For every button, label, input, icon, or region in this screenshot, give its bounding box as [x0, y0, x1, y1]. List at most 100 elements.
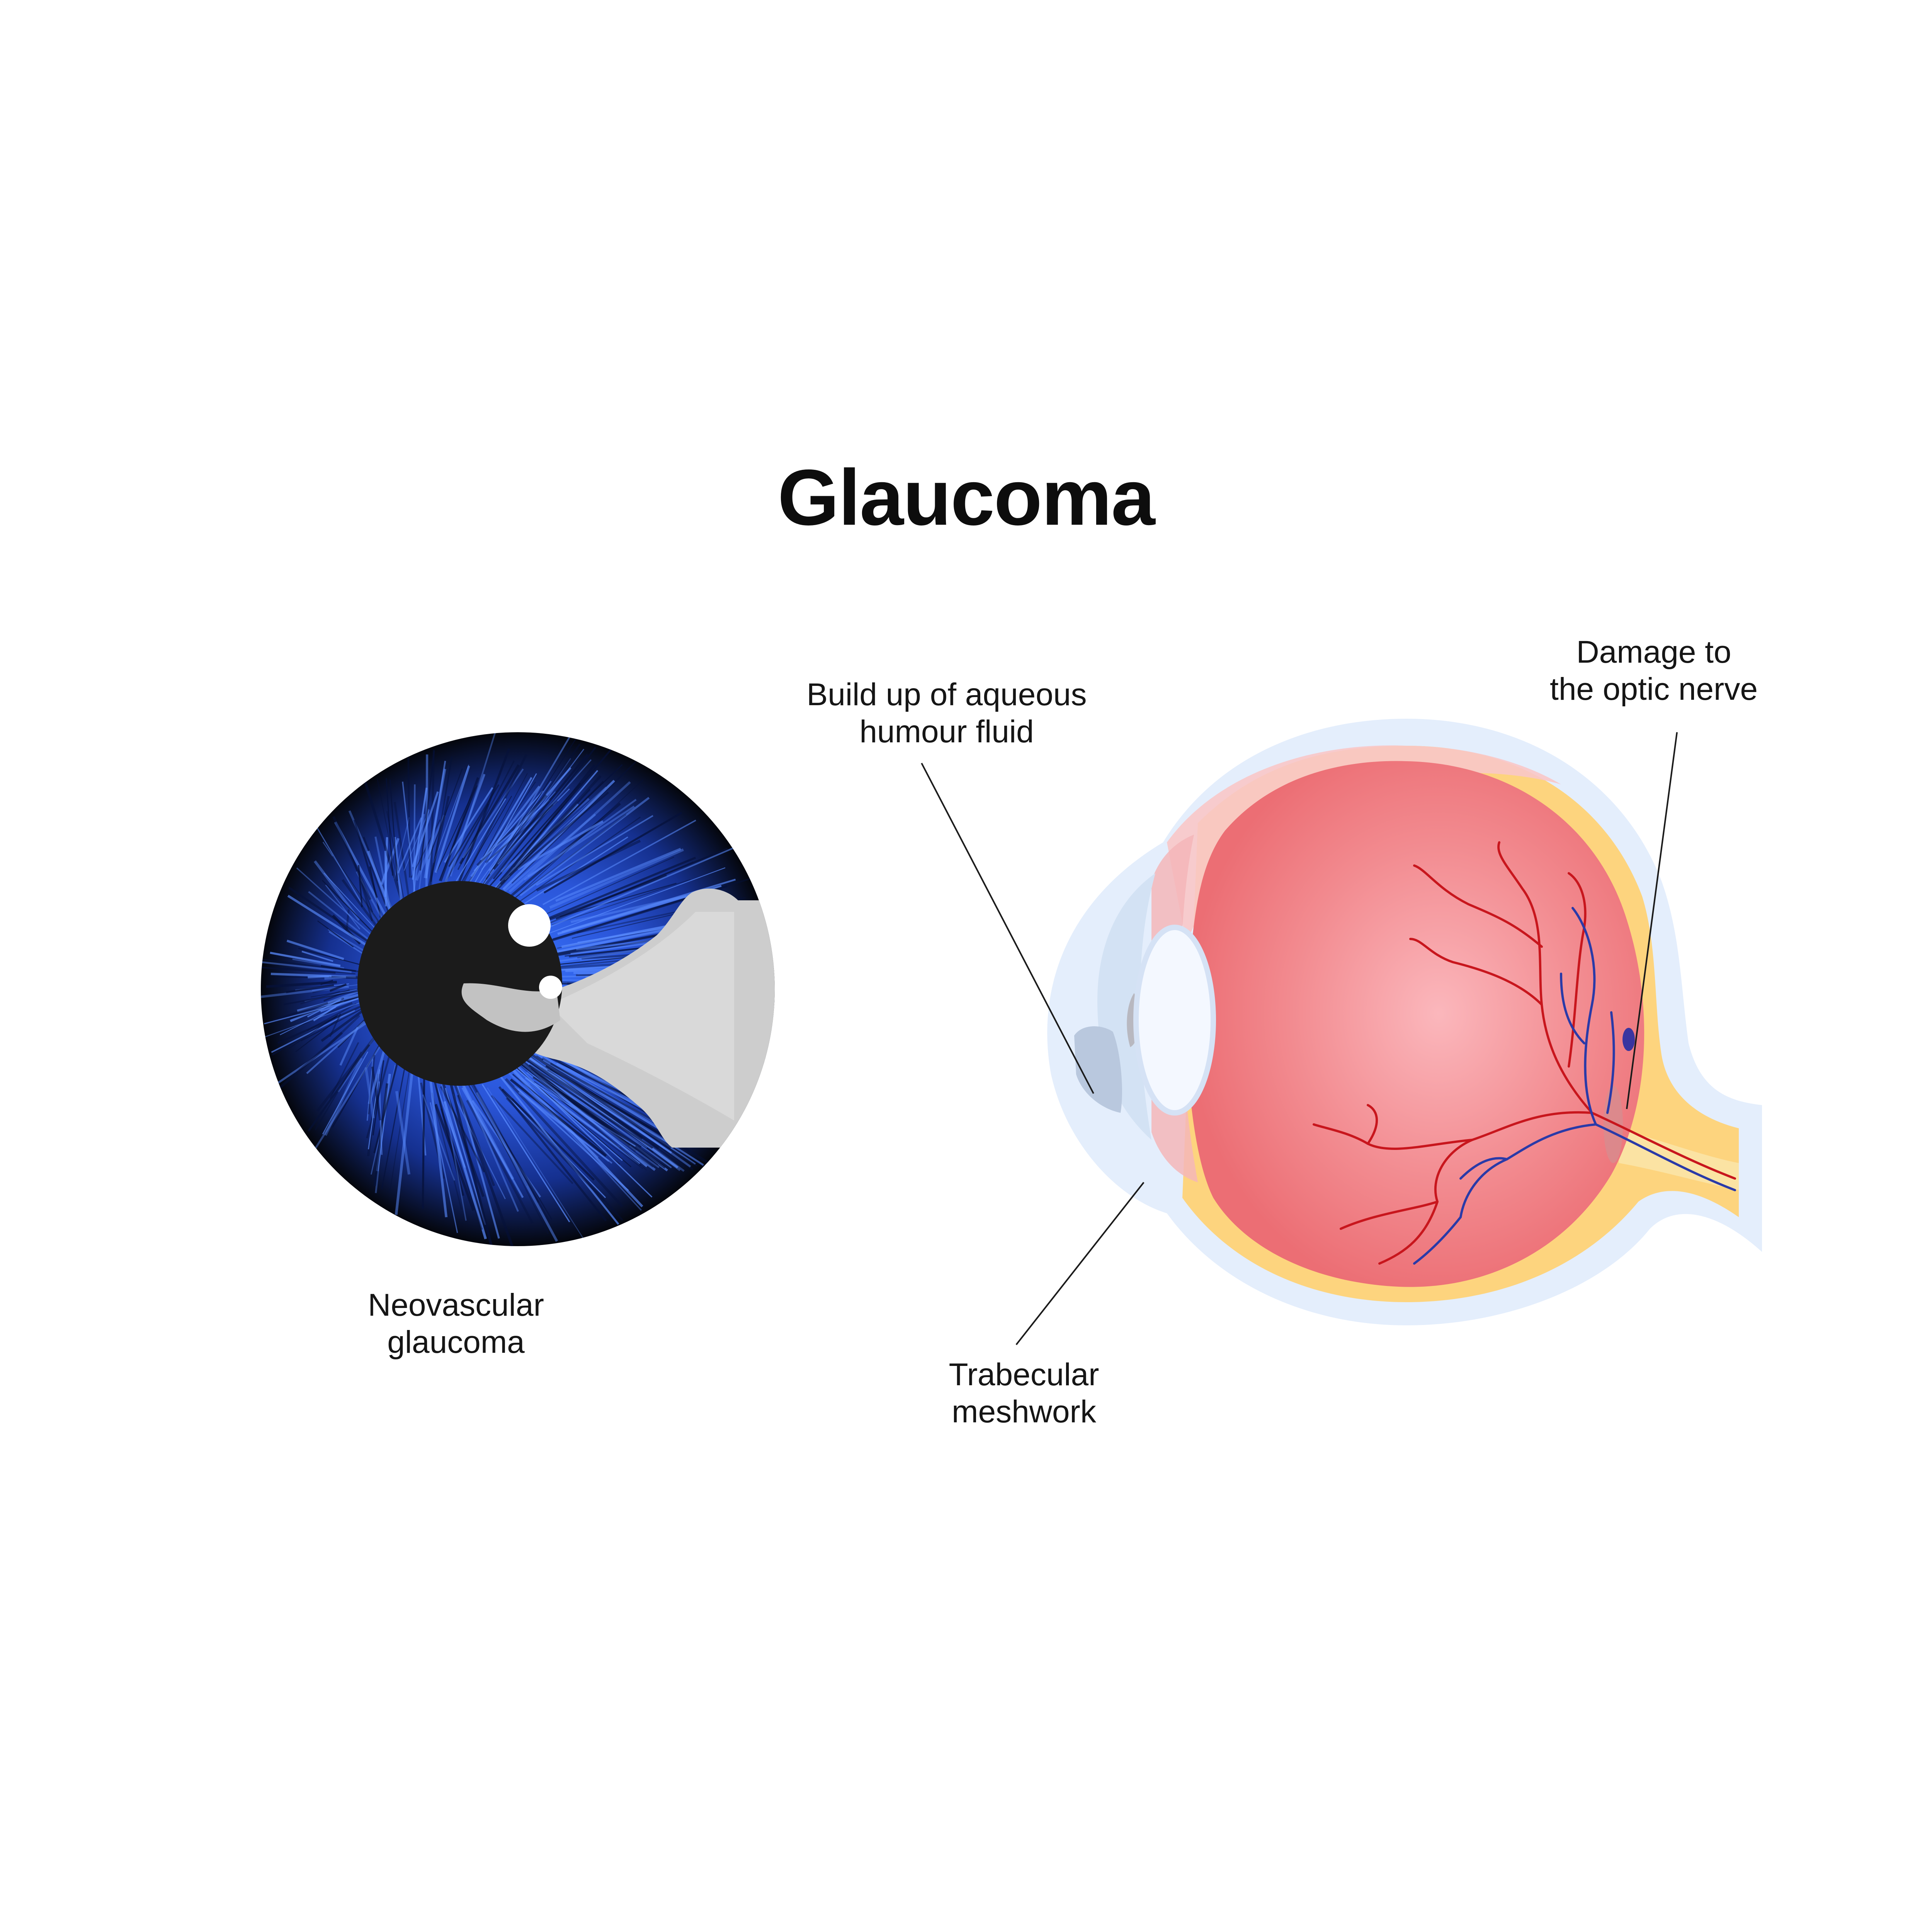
leader-aqueous	[921, 763, 1094, 1094]
iris-fiber	[393, 802, 412, 908]
iris-fiber	[497, 759, 592, 865]
iris-fiber	[456, 1074, 514, 1180]
iris-fiber	[479, 733, 573, 891]
iris-fiber	[546, 857, 696, 920]
iris-fiber	[315, 825, 363, 905]
iris-fiber	[504, 802, 621, 902]
iris-fiber	[329, 1042, 359, 1099]
iris-fiber	[264, 995, 371, 1025]
iris-fiber	[560, 883, 677, 917]
iris-fiber	[521, 1047, 672, 1150]
iris-fiber	[433, 764, 469, 863]
highlight-large	[508, 904, 551, 947]
iris-fiber	[456, 796, 512, 891]
iris-fiber	[439, 1073, 467, 1221]
label-neovascular-line2: glaucoma	[387, 1325, 525, 1360]
iris-fiber	[473, 790, 544, 871]
iris-illustration	[261, 732, 775, 1246]
iris-fiber	[529, 1064, 653, 1149]
iris-fiber	[459, 764, 520, 865]
iris-fiber	[301, 951, 333, 962]
optic-nerve	[1615, 1128, 1739, 1190]
iris-fiber	[261, 966, 336, 974]
iris-fiber	[350, 852, 373, 912]
iris-fiber	[440, 1108, 483, 1230]
cloudy-opacity	[461, 888, 775, 1148]
iris-fiber	[493, 747, 596, 879]
iris-fiber	[308, 1044, 370, 1132]
iris-fiber	[474, 781, 552, 890]
veins	[1413, 907, 1736, 1265]
iris-fiber	[373, 1083, 388, 1186]
label-neovascular-line1: Neovascular	[368, 1287, 544, 1323]
iris-fiber	[412, 791, 439, 867]
page-title: Glaucoma	[777, 453, 1155, 542]
iris-fiber	[543, 812, 682, 894]
iris-fiber	[419, 750, 435, 871]
iris-fiber	[332, 1042, 382, 1128]
iris-fiber	[321, 965, 356, 972]
iris-fiber	[531, 1070, 647, 1148]
iris-fiber	[395, 1071, 414, 1215]
iris-fiber	[339, 1027, 359, 1066]
iris-fiber	[261, 961, 352, 973]
iris-fiber	[524, 799, 637, 881]
iris-fiber	[362, 777, 405, 906]
label-trabecular-line1: Trabecular	[949, 1357, 1099, 1392]
iris-fiber	[325, 884, 361, 930]
label-trabecular-line2: meshwork	[952, 1394, 1096, 1429]
iris-fiber	[536, 839, 641, 892]
iris-fiber	[329, 983, 347, 992]
iris-fiber	[429, 1077, 448, 1218]
iris-fiber	[322, 842, 378, 921]
iris-fiber	[551, 879, 691, 925]
iris-fiber	[555, 848, 681, 902]
iris-fiber	[502, 1060, 642, 1211]
iris-fiber	[287, 895, 369, 947]
iris-fiber	[286, 984, 334, 993]
iris-fiber	[444, 787, 493, 863]
iris-fiber	[286, 939, 344, 960]
iris-fiber	[448, 784, 500, 867]
iris-fiber	[324, 976, 346, 980]
iris-fiber	[307, 998, 342, 1018]
iris-fiber	[526, 1058, 660, 1150]
iris-fiber	[475, 1092, 553, 1220]
iris-fiber	[547, 1069, 697, 1167]
iris-fiber	[485, 800, 558, 863]
iris-fiber	[288, 886, 374, 946]
iris-fiber	[422, 1094, 455, 1181]
iris-fiber	[511, 761, 636, 884]
iris-fiber	[443, 1101, 487, 1240]
label-optic-nerve-line2: the optic nerve	[1550, 672, 1758, 707]
iris-fiber	[490, 789, 591, 897]
iris-fiber	[452, 1094, 506, 1199]
iris-fiber	[376, 778, 400, 894]
iris-fiber	[524, 1053, 665, 1149]
iris-fiber	[283, 967, 355, 975]
iris-fiber	[371, 1066, 381, 1121]
opacity-over-pupil	[461, 983, 560, 1032]
iris-fiber	[274, 1015, 377, 1086]
label-aqueous-line2: humour fluid	[859, 714, 1034, 749]
iris-fiber	[321, 1007, 367, 1042]
iris-fiber	[519, 797, 650, 896]
iris-fiber	[510, 1055, 647, 1171]
iris-fiber	[431, 1092, 462, 1210]
iris-fiber	[510, 1078, 607, 1157]
optic-disc	[1604, 1086, 1623, 1163]
iris-fiber	[481, 1084, 570, 1223]
iris-fiber	[498, 813, 596, 898]
iris-fiber	[485, 743, 581, 880]
aqueous-fluid-buildup	[1074, 1026, 1122, 1113]
iris-fiber	[306, 1003, 357, 1031]
iris-fiber	[466, 1099, 534, 1224]
iris-fiber	[520, 1077, 620, 1148]
iris-fiber	[532, 1076, 642, 1148]
iris-fiber	[475, 1092, 558, 1242]
iris-fiber	[298, 947, 364, 966]
iris-fiber	[439, 785, 478, 881]
iris-fiber	[511, 1098, 624, 1221]
iris-fiber	[395, 1091, 411, 1175]
